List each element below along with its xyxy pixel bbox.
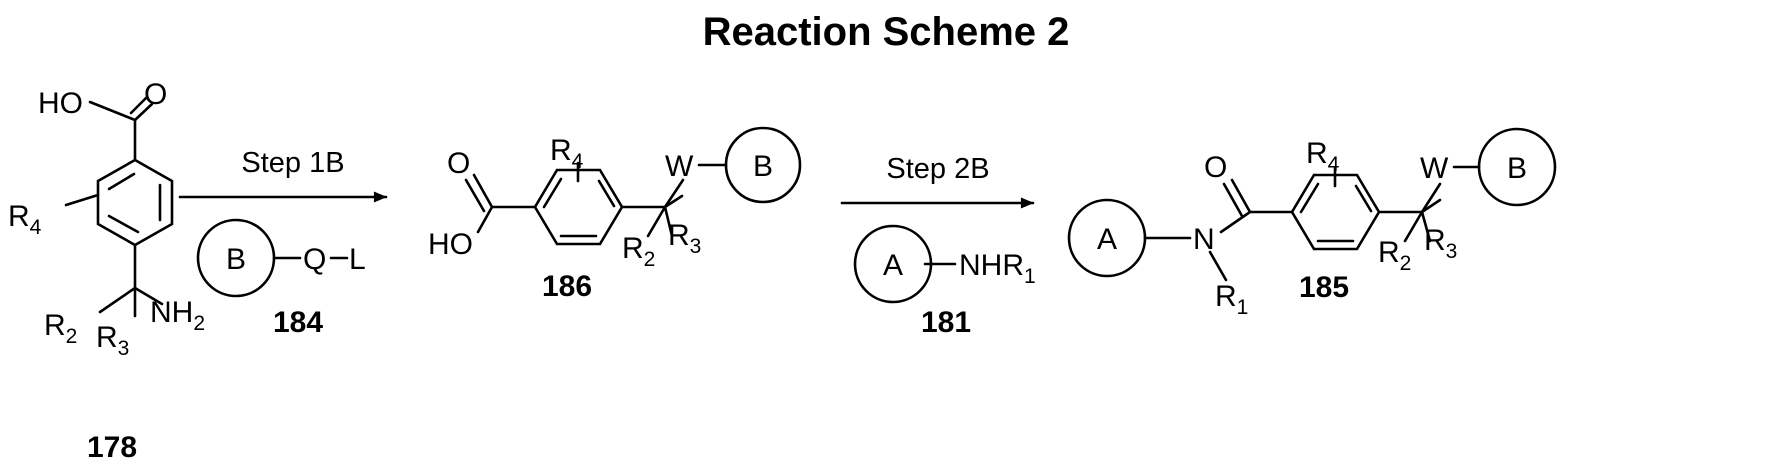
- atom-ho-186: HO: [428, 228, 473, 261]
- step-2-label: Step 2B: [886, 153, 989, 185]
- atom-w-185: W: [1420, 152, 1449, 185]
- atom-w-186: W: [665, 150, 694, 183]
- atom-o-186: O: [447, 147, 470, 180]
- atom-r1-185: R1: [1215, 280, 1248, 319]
- reaction-step-2: Step 2B A NHR1 181: [842, 153, 1036, 339]
- reaction-step-1: Step 1B B Q L 184: [180, 147, 386, 339]
- ring-label-b-186: B: [753, 150, 773, 183]
- atom-r3-178: R3: [96, 321, 129, 360]
- compound-label-184: 184: [273, 306, 323, 339]
- compound-label-185: 185: [1299, 271, 1349, 304]
- step-1-label: Step 1B: [241, 147, 344, 179]
- ring-label-a-185: A: [1097, 223, 1117, 256]
- atom-r2-186: R2: [622, 232, 655, 271]
- compound-label-181: 181: [921, 306, 971, 339]
- atom-r4-186: R4: [550, 134, 584, 173]
- compound-185: A N R1 O R4 W B R2 R3 185: [1069, 129, 1555, 319]
- atom-ho-178: HO: [38, 87, 83, 120]
- atom-n-185: N: [1193, 223, 1215, 256]
- atom-o-178: O: [144, 78, 167, 111]
- atom-r4-185: R4: [1306, 137, 1340, 176]
- scheme-title: Reaction Scheme 2: [703, 10, 1070, 54]
- ring-label-b-184: B: [226, 243, 246, 276]
- atom-o-185: O: [1204, 151, 1227, 184]
- ring-label-a-181: A: [883, 249, 903, 282]
- compound-label-178: 178: [87, 431, 137, 464]
- atom-nhr1-181: NHR1: [959, 249, 1036, 288]
- atom-nh2-178: NH2: [150, 296, 205, 335]
- atom-r3-185: R3: [1424, 224, 1457, 263]
- ring-label-b-185: B: [1507, 152, 1527, 185]
- atom-r2-178: R2: [44, 309, 77, 348]
- atom-l-184: L: [349, 243, 366, 276]
- compound-186: R4 O HO W B R2 R3 186: [428, 128, 800, 303]
- atom-q-184: Q: [303, 243, 326, 276]
- atom-r3-186: R3: [668, 219, 701, 258]
- compound-label-186: 186: [542, 270, 592, 303]
- atom-r4-178: R4: [8, 200, 42, 239]
- compound-178: HO O R4 R2 R3 NH2 178: [8, 78, 205, 464]
- atom-r2-185: R2: [1378, 236, 1411, 275]
